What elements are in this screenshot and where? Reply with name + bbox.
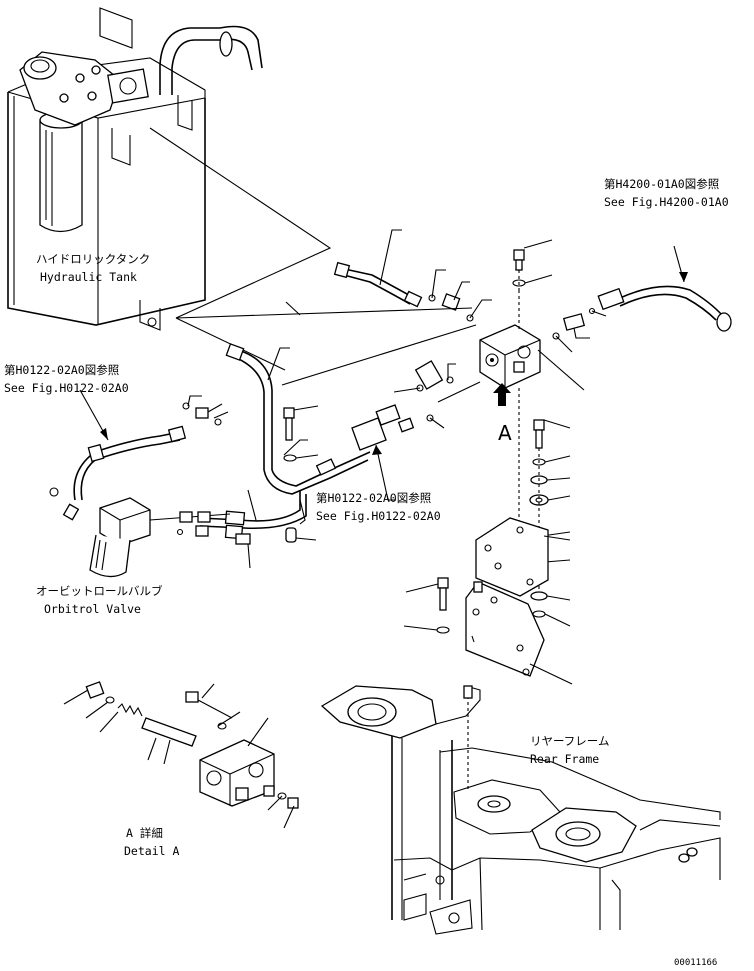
view-a-arrow [493, 383, 511, 406]
ref-h0122-left-en: See Fig.H0122-02A0 [4, 381, 129, 395]
rear-frame [320, 685, 721, 935]
steering-hose-left [73, 389, 229, 501]
assembly-line-2 [281, 324, 477, 386]
mount-plate-upper [475, 517, 571, 597]
return-hose [333, 229, 423, 308]
orbitrol-label-en: Orbitrol Valve [44, 602, 141, 616]
rear-frame-label-jp: リヤーフレーム [530, 734, 609, 748]
hydraulic-tank [7, 7, 263, 331]
middle-hardware [283, 405, 319, 462]
rear-frame-label-en: Rear Frame [530, 752, 599, 766]
mount-plate-lower [403, 577, 573, 685]
valve-block [479, 324, 541, 389]
orbitrol-label-jp: オービットロールバルブ [36, 584, 163, 598]
orbitrol-valve [49, 487, 231, 578]
valve-fittings-left [393, 360, 481, 429]
ref-h0122-left-jp: 第H0122-02A0図参照 [4, 363, 119, 377]
tank-leader-lines [149, 127, 332, 371]
supply-hose [225, 343, 415, 525]
hydraulic-tank-label-jp: ハイドロリックタンク [36, 252, 150, 266]
pilot-hose [537, 245, 732, 391]
ref-h4200-jp: 第H4200-01A0図参照 [604, 177, 719, 191]
detail-a-label-jp: A 詳細 [126, 826, 163, 840]
lower-hose [199, 301, 317, 569]
detail-a-label-en: Detail A [124, 844, 179, 858]
hydraulic-tank-label-en: Hydraulic Tank [40, 270, 137, 284]
connector-set-upper [428, 269, 492, 322]
assembly-line-1 [175, 307, 473, 319]
ref-h4200-en: See Fig.H4200-01A0 [604, 195, 729, 209]
drawing-number: 00011166 [674, 958, 717, 968]
detail-a-drawing [63, 681, 299, 829]
view-a-letter: A [498, 421, 512, 445]
ref-h0122-mid-en: See Fig.H0122-02A0 [316, 509, 441, 523]
ref-h0122-mid-jp: 第H0122-02A0図参照 [316, 491, 431, 505]
valve-bolt [512, 239, 553, 330]
